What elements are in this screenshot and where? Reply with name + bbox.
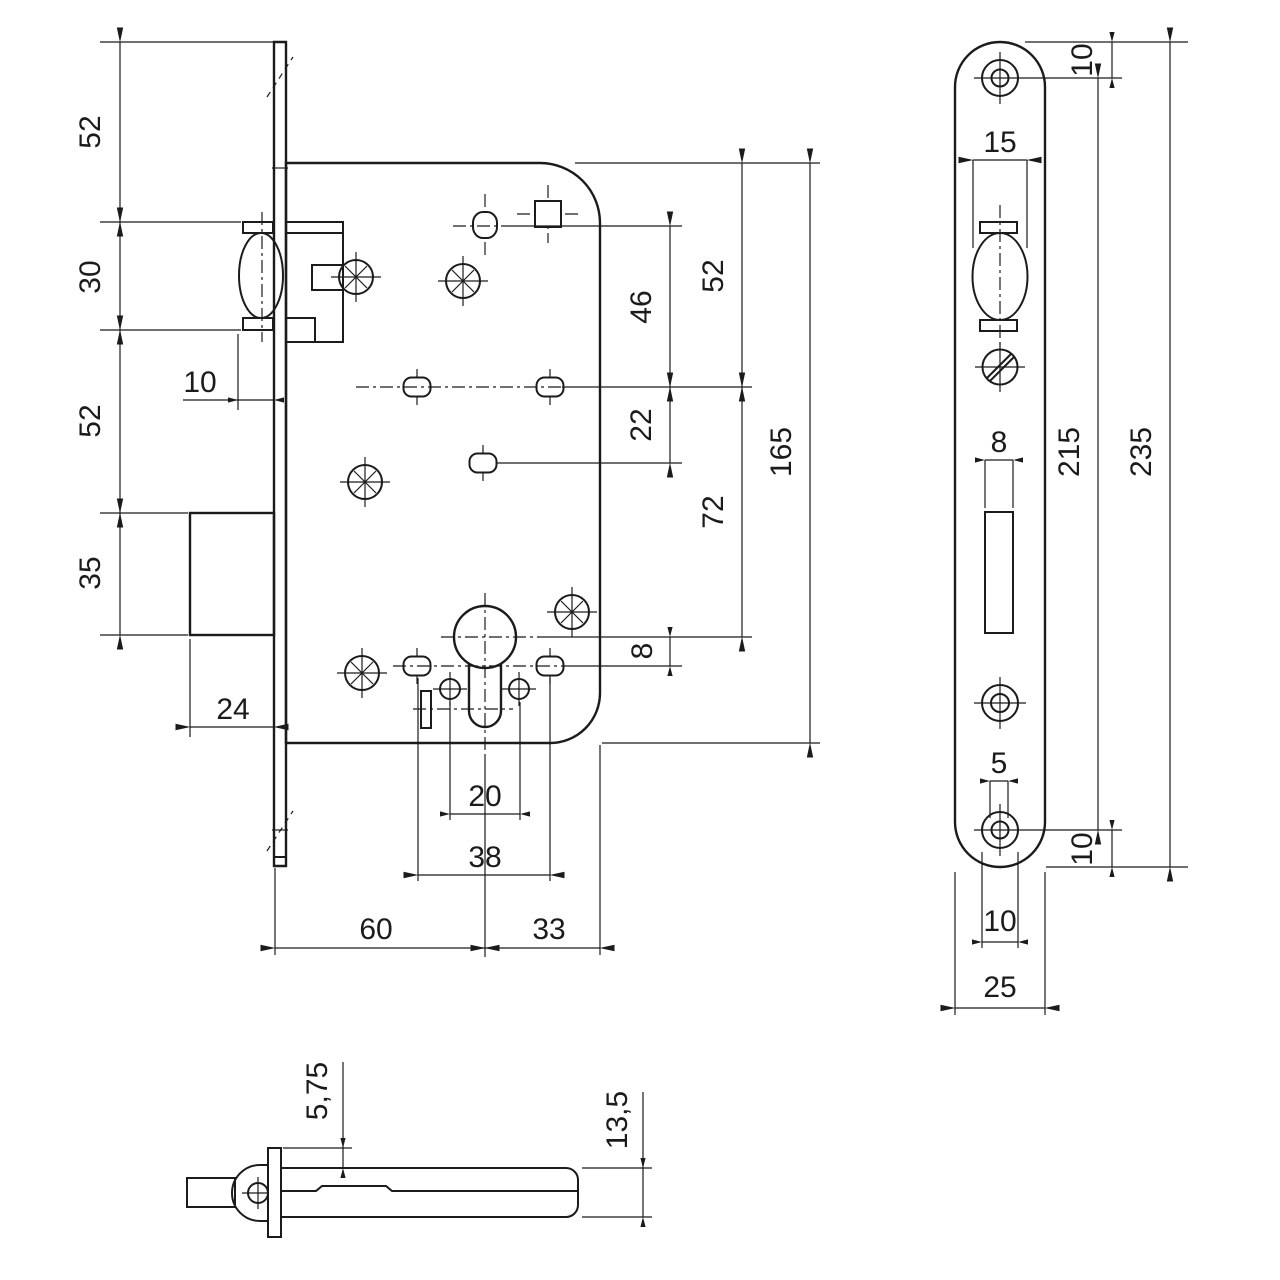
extension-lines-faceplate	[954, 41, 1188, 1015]
dimension-labels-main: 52 30 52 35 10 24 46 22 8 52 72 165 20 3…	[74, 115, 798, 946]
dim-lv-body-h: 13,5	[601, 1091, 634, 1149]
latch-tip	[186, 1177, 236, 1208]
faceplate-screw-bottom	[974, 804, 1026, 856]
dimension-labels-latch: 5,75 13,5	[301, 1062, 634, 1149]
faceplate-outline	[953, 40, 1047, 869]
follower-holes	[402, 194, 565, 729]
dim-fp-width: 25	[983, 971, 1016, 1004]
faceplate-screw-mid	[974, 677, 1026, 729]
euro-cylinder-hole	[441, 593, 546, 757]
latch-bolt-face	[971, 205, 1029, 346]
latch-bolt-front	[238, 212, 344, 343]
dim-main-handle-low: 22	[625, 408, 658, 441]
dimension-lines-main	[116, 27, 814, 952]
faceplate-screw-slotted	[975, 342, 1025, 392]
main-view: 52 30 52 35 10 24 46 22 8 52 72 165 20 3…	[74, 27, 820, 957]
deadbolt	[188, 511, 276, 637]
dim-main-sq-handle: 46	[625, 290, 658, 323]
phillips-icon	[337, 648, 387, 698]
dim-main-left-top: 52	[74, 115, 107, 148]
dim-fp-latch-w: 15	[983, 126, 1016, 159]
dim-main-cyl-off: 8	[626, 643, 659, 660]
latch-faceplate-bar	[267, 1147, 282, 1238]
dim-fp-hole-inner: 5	[991, 747, 1008, 780]
dim-main-holes-w: 38	[468, 841, 501, 874]
dim-fp-screw-span: 215	[1053, 427, 1086, 477]
dim-main-top-handle: 52	[697, 259, 730, 292]
square-spindle-hole	[517, 185, 579, 243]
dim-fp-height: 235	[1125, 427, 1158, 477]
phillips-icon	[438, 256, 488, 306]
dim-main-left-mid: 52	[74, 404, 107, 437]
faceplate-screw-top	[974, 52, 1026, 104]
dim-lv-head-off: 5,75	[301, 1062, 334, 1120]
phillips-icon	[547, 587, 597, 637]
extension-lines-main	[100, 41, 820, 957]
dim-fp-hole-outer: 10	[983, 905, 1016, 938]
dim-main-total-h: 165	[765, 427, 798, 477]
dim-fp-slot-w: 8	[991, 426, 1008, 459]
dimension-lines-faceplate	[940, 27, 1174, 1012]
lock-case-outline	[284, 161, 602, 745]
phillips-icon	[340, 457, 390, 507]
dim-main-screws-w: 20	[468, 780, 501, 813]
latch-body	[280, 1167, 579, 1218]
dim-main-rear: 33	[532, 913, 565, 946]
dim-main-bolt-out: 24	[216, 693, 249, 726]
screw-hole-phillips	[331, 252, 597, 698]
phillips-icon	[331, 252, 381, 302]
dim-fp-screw-bot: 10	[1066, 832, 1099, 865]
dimension-labels-faceplate: 10 15 8 5 10 10 25 215 235	[983, 43, 1158, 1004]
dim-fp-screw-top: 10	[1066, 43, 1099, 76]
dim-main-left-latch: 30	[74, 260, 107, 293]
latch-body-step	[281, 1185, 577, 1192]
extension-lines-latch	[283, 1062, 652, 1218]
deadbolt-slot	[984, 511, 1014, 634]
dim-main-left-bolt: 35	[74, 556, 107, 589]
cylinder-fixing-screws	[433, 672, 536, 706]
dim-main-latch-out: 10	[183, 366, 216, 399]
faceplate-view: 10 15 8 5 10 10 25 215 235	[940, 27, 1188, 1015]
dim-main-backset: 60	[359, 913, 392, 946]
dim-main-handle-cyl: 72	[697, 495, 730, 528]
latch-head	[230, 1164, 282, 1222]
dimension-lines-latch	[340, 1138, 646, 1227]
latch-side-view: 5,75 13,5	[186, 1062, 652, 1238]
